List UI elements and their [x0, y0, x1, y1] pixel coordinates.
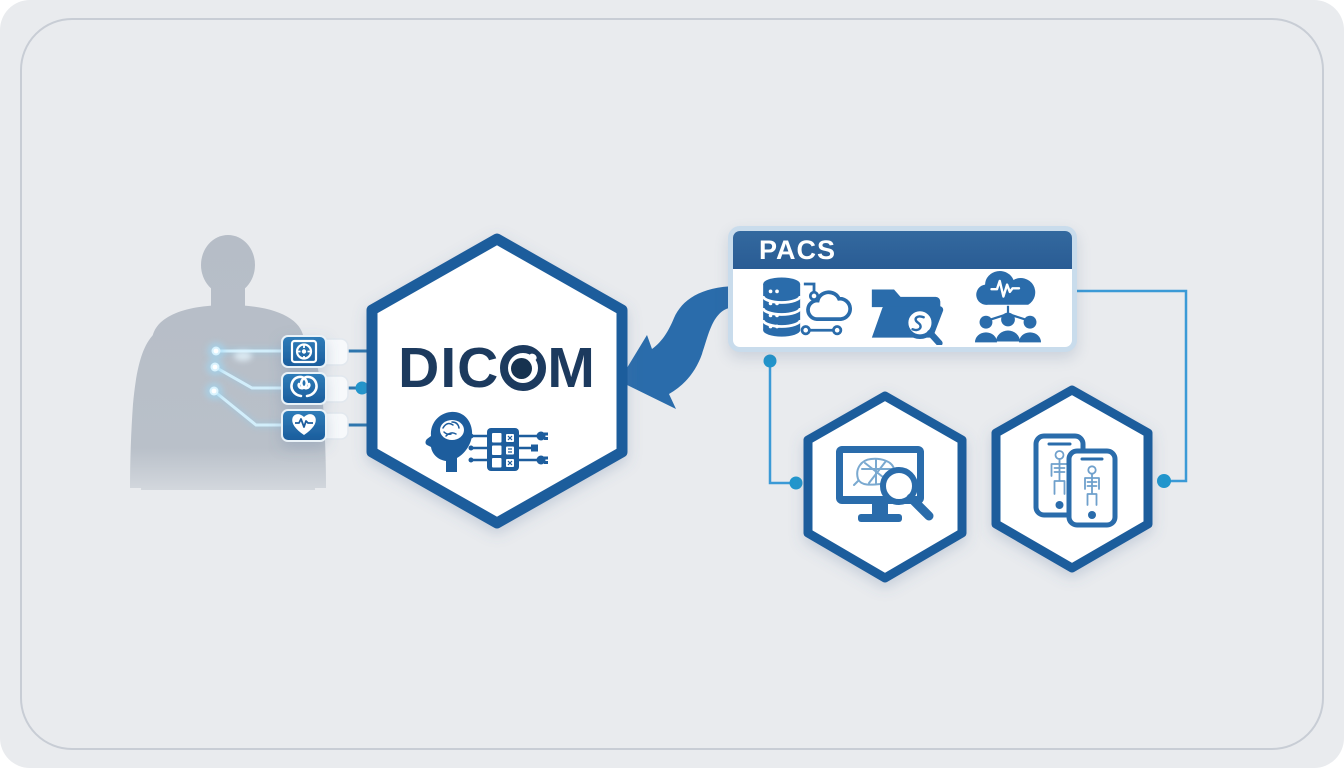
pacs-panel: PACS: [728, 226, 1077, 352]
body-sensor-dots: [205, 342, 225, 400]
tile-line-node-dot: [355, 381, 369, 395]
cloud-pulse-user-sharing-icon: [974, 271, 1041, 343]
ai-head-data-processing-icon: [425, 411, 548, 472]
pacs-bottom-dot: [763, 354, 777, 368]
folder-search-icon: [863, 289, 943, 345]
monitor-brain-magnifier-icon: [836, 446, 934, 522]
dicom-wordmark: DIC M: [392, 336, 602, 400]
mri-brain-icon: [290, 375, 318, 398]
dual-smartphones-body-scan-icon: [1033, 433, 1118, 528]
pacs-title: PACS: [759, 234, 837, 265]
pacs-header: PACS: [733, 231, 1072, 269]
dicom-label-post: M: [547, 336, 596, 400]
body-sensor-lines: [210, 347, 286, 429]
mobile-link-dot: [1157, 474, 1171, 488]
database-cloud-archive-icon: [761, 277, 852, 337]
pacs-to-dicom-arrow: [619, 286, 736, 409]
ct-scan-icon: [290, 339, 318, 364]
workstation-link-dot: [789, 476, 803, 490]
pacs-routing-lines: [768, 289, 1188, 485]
dicom-o-lens-icon: [500, 345, 547, 391]
pacs-icon-row: [733, 269, 1072, 347]
ecg-heart-icon: [292, 414, 316, 435]
dicom-label-pre: DIC: [398, 336, 500, 400]
